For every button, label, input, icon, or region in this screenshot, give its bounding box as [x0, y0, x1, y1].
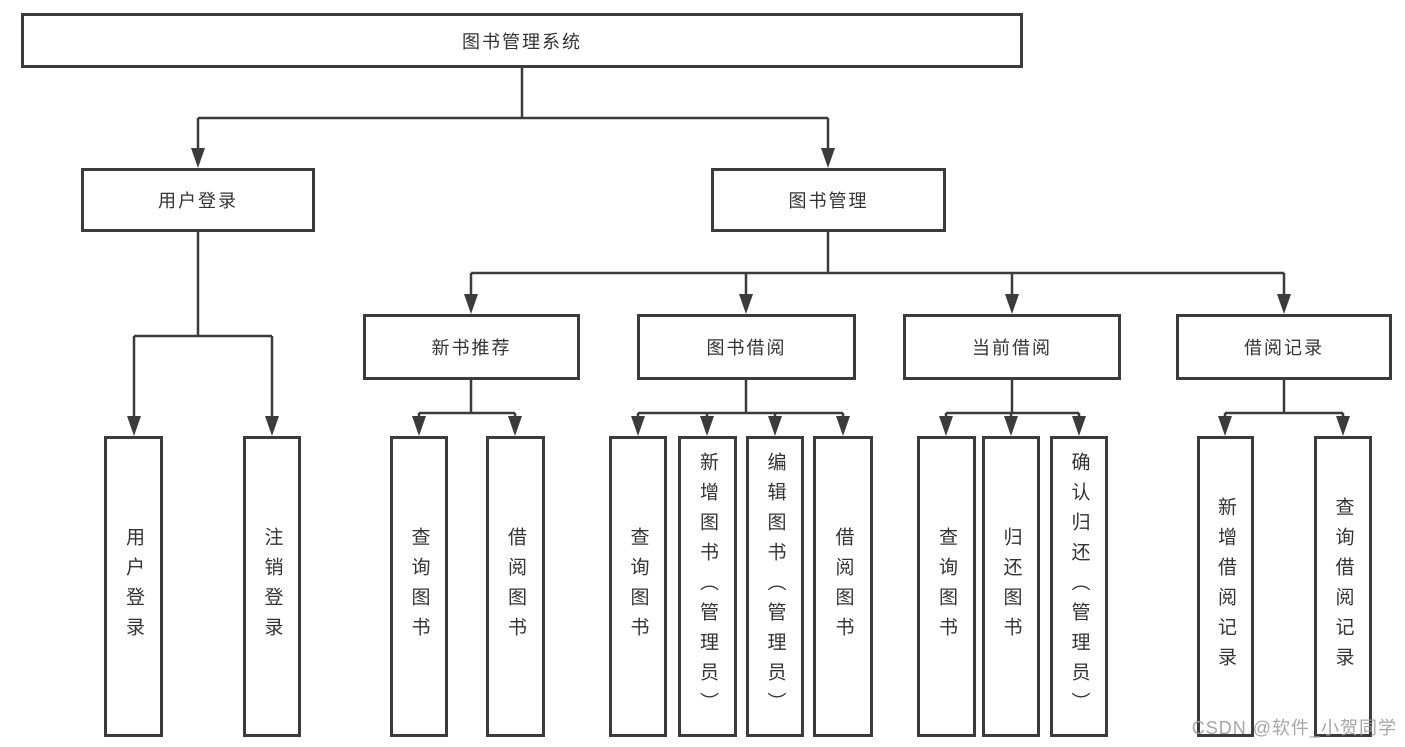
node-label: 新书推荐 [431, 338, 512, 358]
node-book-borrow: 图书借阅 [637, 314, 856, 380]
node-label: 新增借阅记录 [1215, 496, 1236, 677]
node-root-system: 图书管理系统 [21, 13, 1023, 68]
node-leaf-borrow-books-1: 借阅图书 [486, 436, 545, 737]
node-leaf-logout: 注销登录 [243, 436, 301, 737]
node-label: 注销登录 [261, 526, 283, 647]
node-label: 查询图书 [627, 526, 649, 647]
node-label: 图书借阅 [706, 338, 787, 358]
node-leaf-confirm-return-admin: 确认归还（管理员） [1050, 436, 1108, 737]
node-user-login-branch: 用户登录 [81, 168, 315, 232]
node-book-management-branch: 图书管理 [711, 168, 946, 232]
csdn-watermark: CSDN @软件_小贺同学 [1191, 718, 1397, 738]
node-leaf-query-books-2: 查询图书 [609, 436, 667, 737]
node-borrow-records: 借阅记录 [1176, 314, 1392, 380]
node-leaf-add-borrow-record: 新增借阅记录 [1197, 436, 1254, 737]
node-label: 用户登录 [123, 526, 144, 647]
node-label: 查询图书 [408, 526, 430, 647]
node-label: 当前借阅 [972, 338, 1052, 358]
node-label: 编辑图书（管理员） [764, 451, 786, 722]
node-label: 新增图书（管理员） [697, 451, 718, 722]
node-leaf-edit-book-admin: 编辑图书（管理员） [746, 436, 804, 737]
node-leaf-return-book: 归还图书 [982, 436, 1040, 737]
node-label: 查询图书 [936, 526, 957, 647]
node-label: 借阅记录 [1244, 338, 1324, 358]
node-leaf-add-book-admin: 新增图书（管理员） [678, 436, 737, 737]
node-leaf-borrow-books-2: 借阅图书 [813, 436, 873, 737]
node-label: 用户登录 [158, 191, 238, 211]
node-current-borrow: 当前借阅 [903, 314, 1121, 380]
node-label: 图书管理 [788, 191, 869, 211]
node-label: 归还图书 [1000, 526, 1022, 647]
node-label: 确认归还（管理员） [1068, 451, 1090, 722]
node-leaf-query-borrow-record: 查询借阅记录 [1314, 436, 1372, 737]
node-leaf-query-books-1: 查询图书 [390, 436, 448, 737]
node-label: 借阅图书 [832, 526, 854, 647]
node-leaf-query-books-3: 查询图书 [917, 436, 976, 737]
node-new-book-recommend: 新书推荐 [363, 314, 580, 380]
node-leaf-user-login: 用户登录 [104, 436, 163, 737]
node-label: 图书管理系统 [462, 31, 582, 52]
node-label: 查询借阅记录 [1332, 496, 1354, 677]
node-label: 借阅图书 [505, 526, 526, 647]
